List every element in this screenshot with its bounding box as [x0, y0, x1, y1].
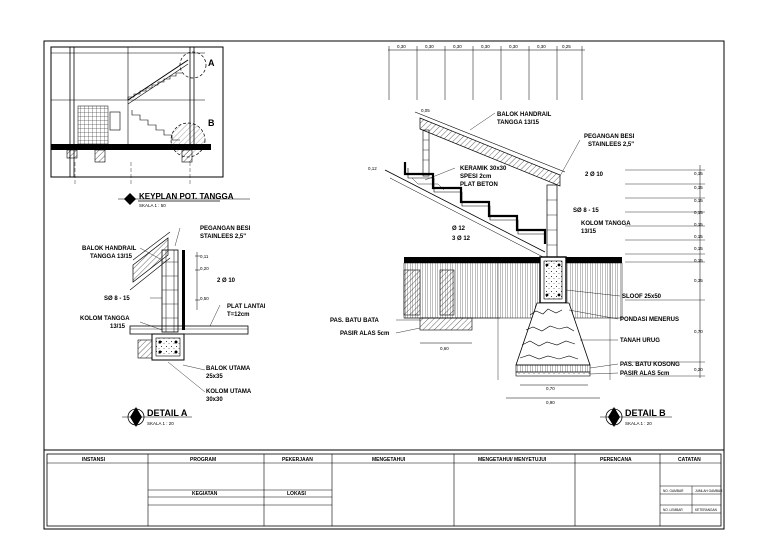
detail-b-pas-batu-bata: PAS. BATU BATA	[330, 318, 380, 324]
detail-a-dim1: 0,11	[200, 254, 209, 259]
detail-a-dim2: 0,20	[200, 266, 209, 271]
top-dim-6: 0,30	[537, 44, 546, 49]
detail-b-dim-bottom3: 0,90	[546, 400, 555, 405]
detail-b-title-block: DETAIL B SKALA 1 : 20	[600, 407, 672, 427]
detail-b-pegangan: PEGANGAN BESI	[584, 134, 635, 140]
detail-b-dim-top: 0,05	[421, 108, 430, 113]
tb-kegiatan: KEGIATAN	[192, 491, 218, 497]
sheet-border	[43, 40, 725, 530]
right-dim-2: 0,15	[694, 185, 703, 190]
detail-a-dim3: 0,50	[200, 296, 209, 301]
top-dim-7: 0,25	[562, 44, 571, 49]
right-dim-4: 0,15	[694, 210, 703, 215]
detail-b-title: DETAIL B	[625, 408, 666, 418]
detail-b-rebar-top: 2 Ø 10	[585, 172, 604, 178]
detail-a-kolom-tangga: KOLOM TANGGA	[80, 316, 130, 322]
detail-b-dim-bottom1: 0,60	[440, 346, 449, 351]
right-dim-9: 0,35	[694, 278, 703, 283]
detail-b-scale: SKALA 1 : 20	[625, 421, 652, 426]
detail-a-plat-t: T=12cm	[227, 312, 250, 318]
detail-b-kolom-tangga: KOLOM TANGGA	[581, 221, 631, 227]
tb-mengetahui-menyetujui: MENGETAHUI/ MENYETUJUI	[478, 457, 547, 463]
detail-a-drawing	[129, 227, 249, 393]
detail-a-kolom-tangga-size: 13/15	[110, 324, 126, 330]
detail-b-pasir-alas: PASIR ALAS 5cm	[340, 331, 389, 337]
tb-cat-4: KETERANGAN	[695, 508, 718, 512]
detail-a-plat-lantai: PLAT LANTAI	[227, 304, 266, 310]
top-dim-4: 0,30	[481, 44, 490, 49]
detail-b-plat-beton: PLAT BETON	[460, 182, 498, 188]
detail-a-kolom-utama-size: 30x30	[206, 397, 223, 403]
detail-a-scale: SKALA 1 : 20	[147, 421, 174, 426]
detail-a-balok-utama: BALOK UTAMA	[206, 366, 251, 372]
top-dim-5: 0,30	[509, 44, 518, 49]
tb-mengetahui: MENGETAHUI	[372, 457, 406, 463]
detail-b-dim-bottom2: 0,70	[546, 386, 555, 391]
detail-a-title-block: DETAIL A SKALA 1 : 20	[122, 407, 192, 427]
right-dim-6: 0,15	[694, 234, 703, 239]
keyplan-title-block: KEYPLAN POT. TANGGA SKALA 1 : 50	[118, 192, 250, 208]
detail-b-balok-handrail-size: TANGGA 13/15	[497, 120, 540, 126]
detail-a-kolom-utama: KOLOM UTAMA	[206, 389, 252, 395]
tb-instansi: INSTANSI	[82, 457, 106, 463]
right-dim-10: 0,70	[694, 329, 703, 334]
tb-program: PROGRAM	[190, 457, 216, 463]
right-dim-3: 0,15	[694, 198, 703, 203]
keyplan-title: KEYPLAN POT. TANGGA	[139, 192, 234, 201]
top-dim-2: 0,30	[425, 44, 434, 49]
detail-a-balok-utama-size: 25x35	[206, 374, 223, 380]
detail-b-spesi: SPESI 2cm	[460, 174, 491, 180]
detail-b-pegangan-size: STAINLEES 2,5"	[588, 142, 634, 148]
right-dim-5: 0,15	[694, 222, 703, 227]
detail-a-balok-handrail-size: TANGGA 13/15	[90, 254, 133, 260]
detail-b-balok-handrail: BALOK HANDRAIL	[497, 112, 552, 118]
detail-b-pas-batu-kosong: PAS. BATU KOSONG	[620, 362, 680, 368]
keyplan-marker-b: B	[208, 118, 215, 128]
detail-b-sloof: SLOOF 25x50	[622, 294, 662, 300]
right-dim-7: 0,15	[694, 246, 703, 251]
detail-b-rebar-b: 3 Ø 12	[452, 236, 471, 242]
detail-b-pondasi: PONDASI MENERUS	[620, 317, 679, 323]
detail-b-stirrup: SØ 8 - 15	[573, 208, 599, 214]
detail-b-top-dimension: 0,30 0,30 0,30 0,30 0,30 0,30 0,25	[388, 44, 585, 100]
detail-b-dim-left: 0,12	[368, 166, 377, 171]
keyplan-marker-a: A	[208, 58, 215, 68]
keyplan: A B	[50, 46, 224, 185]
detail-b-labels: 0,05 0,12 BALOK HANDRAIL TANGGA 13/15 PE…	[330, 108, 680, 405]
detail-a-pegangan-size: STAINLEES 2,5"	[200, 234, 246, 240]
detail-b-pasir-alas2: PASIR ALAS 5cm	[620, 371, 669, 377]
detail-a-pegangan: PEGANGAN BESI	[200, 226, 251, 232]
detail-b-right-dims: 0,15 0,15 0,15 0,15 0,15 0,15 0,15 0,15 …	[694, 171, 703, 372]
keyplan-scale: SKALA 1 : 50	[139, 203, 166, 208]
tb-perencana: PERENCANA	[600, 457, 632, 463]
detail-b-keramik: KERAMIK 30x30	[460, 166, 507, 172]
tb-cat-1: NO. GAMBAR	[663, 489, 684, 493]
detail-a-balok-handrail: BALOK HANDRAIL	[82, 246, 137, 252]
detail-b-kolom-tangga-size: 13/15	[581, 229, 597, 235]
detail-a-stirrup: SØ 8 - 15	[104, 296, 130, 302]
tb-cat-3: NO. LEMBAR	[663, 508, 683, 512]
detail-a-title: DETAIL A	[147, 408, 188, 418]
detail-a-labels: BALOK HANDRAIL TANGGA 13/15 PEGANGAN BES…	[80, 226, 266, 403]
tb-catatan: CATATAN	[678, 457, 701, 463]
tb-cat-2: JUMLAH GAMBAR	[695, 489, 723, 493]
tb-lokasi: LOKASI	[287, 491, 307, 497]
right-dim-8: 0,15	[694, 258, 703, 263]
tb-pekerjaan: PEKERJAAN	[282, 457, 313, 463]
detail-b-stair	[384, 111, 705, 399]
detail-a-rebar: 2 Ø 10	[217, 278, 236, 284]
detail-b-tanah-urug: TANAH URUG	[620, 338, 660, 344]
detail-b-rebar-a: Ø 12	[452, 226, 466, 232]
top-dim-3: 0,30	[453, 44, 462, 49]
right-dim-11: 0,20	[694, 367, 703, 372]
right-dim-1: 0,15	[694, 171, 703, 176]
top-dim-1: 0,30	[397, 44, 406, 49]
title-block: INSTANSI PROGRAM PEKERJAAN MENGETAHUI ME…	[46, 453, 723, 527]
